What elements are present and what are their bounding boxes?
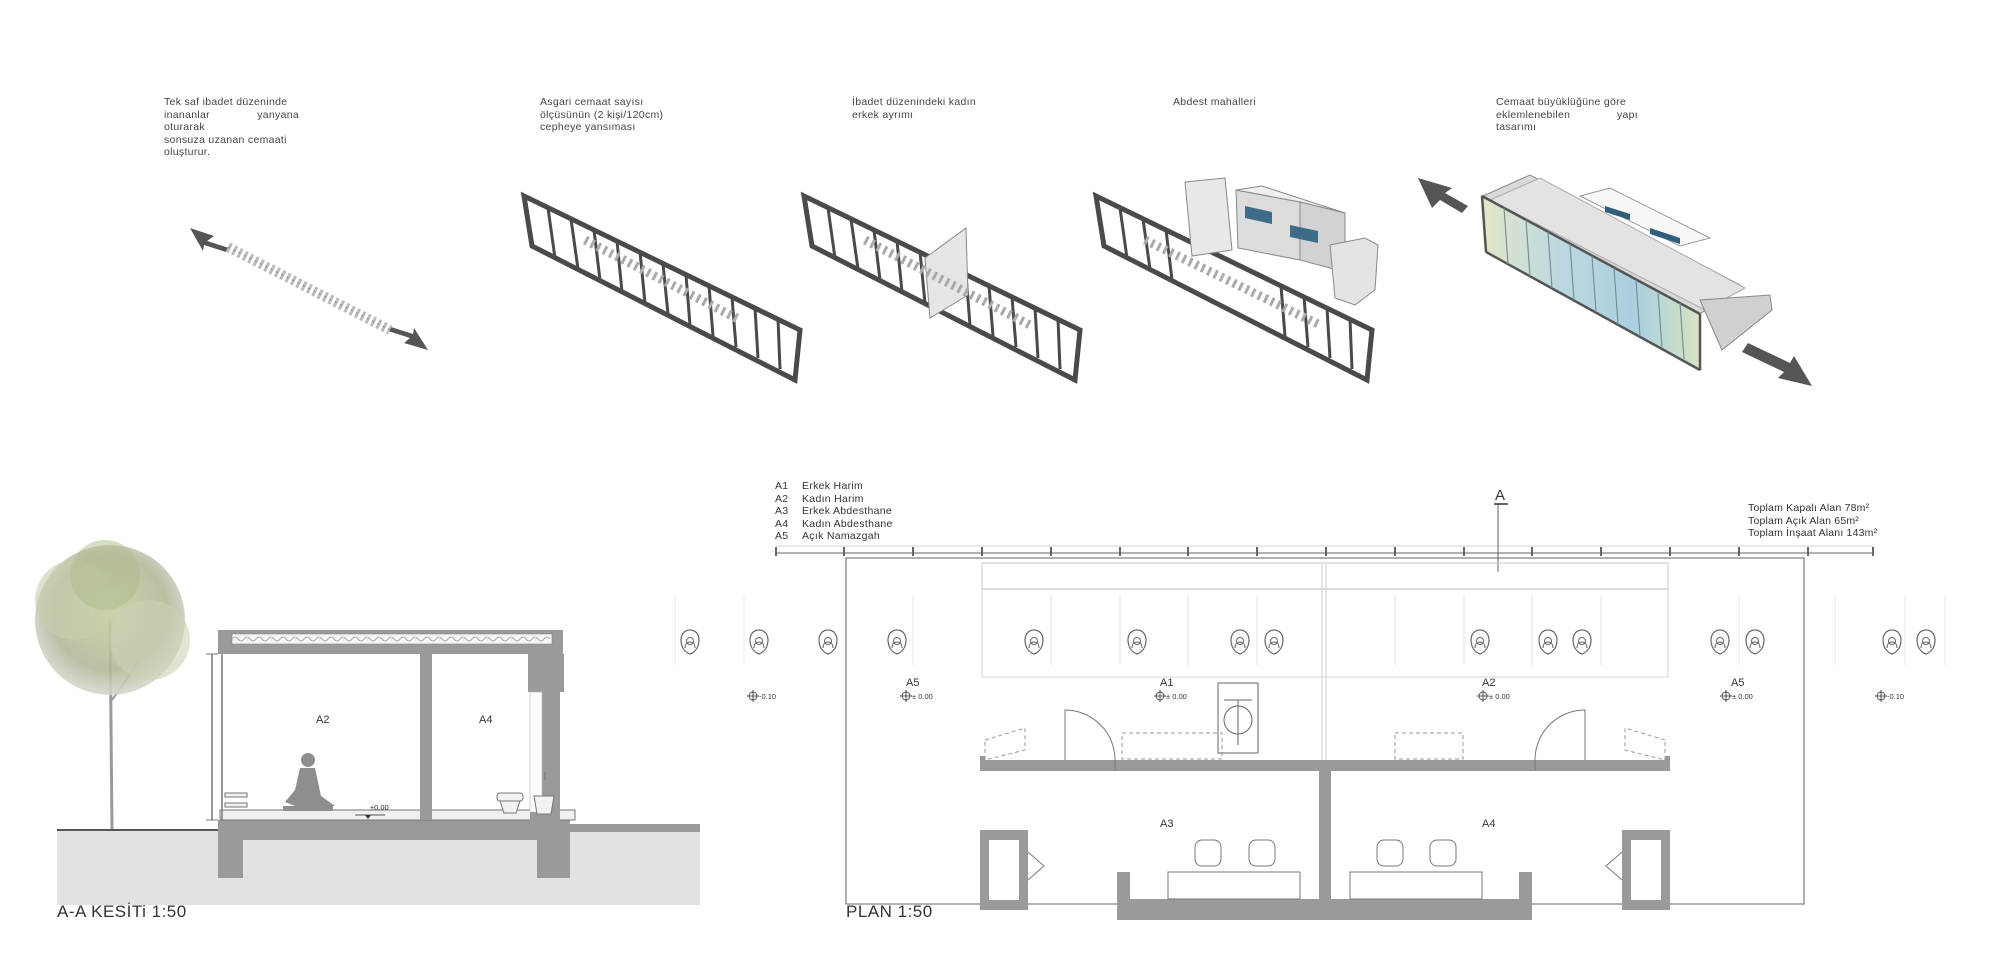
plan-level-a5-left: ± 0.00	[912, 692, 933, 701]
legend-code: A5	[775, 530, 789, 542]
legend-row: A3 Erkek Abdesthane	[775, 505, 893, 518]
plan-room-a5-right: A5	[1731, 677, 1745, 689]
wheelchair-icon	[1217, 682, 1259, 754]
plan-room-a1: A1	[1160, 677, 1174, 689]
section-aa-drawing	[35, 540, 700, 905]
legend-code: A4	[775, 517, 789, 530]
plan-level-a5-right: ± 0.00	[1732, 692, 1753, 701]
legend-row: A2 Kadın Harim	[775, 493, 893, 506]
caption-modular-structure: Cemaat büyüklüğüne göre eklemlenebilen y…	[1496, 96, 1638, 134]
legend-name: Erkek Harim	[802, 480, 864, 492]
legend-name: Kadın Harim	[802, 492, 864, 505]
legend-name: Erkek Abdesthane	[802, 505, 893, 517]
total-construction-area: Toplam İnşaat Alanı 143m²	[1748, 527, 1878, 539]
arrow-left-icon	[190, 228, 229, 252]
caption-line: İbadet düzenindeki kadın	[852, 96, 976, 108]
legend-code: A2	[775, 492, 789, 505]
plan-level-a2: ± 0.00	[1489, 692, 1510, 701]
ablution-fixtures	[1167, 839, 1483, 900]
seated-worshipper-icon	[283, 753, 335, 811]
section-cut-marker: A	[1495, 487, 1506, 504]
plan-room-a4: A4	[1482, 818, 1496, 830]
caption-line: ölçüsünün (2 kişi/120cm)	[540, 108, 664, 121]
caption-line: Cemaat büyüklüğüne göre	[1496, 96, 1627, 108]
plan-level-a1: ± 0.00	[1166, 692, 1187, 701]
section-room-a2: A2	[316, 714, 330, 726]
arrow-right-icon	[1742, 343, 1812, 386]
caption-line: inananlar yanyana oturarak	[164, 108, 299, 134]
area-totals: Toplam Kapalı Alan 78m² Toplam Açık Alan…	[1748, 502, 1877, 540]
diagram-modular-building	[1418, 174, 1812, 386]
diagram-gender-separation	[800, 191, 1083, 384]
worshipper-symbols	[680, 629, 1936, 655]
caption-line: sonsuza uzanan cemaati	[164, 133, 287, 146]
caption-line: oluşturur.	[164, 146, 211, 158]
diagram-linear-congregation	[190, 228, 428, 350]
diagram-ablution-blocks	[1092, 177, 1379, 384]
toilet-icon	[496, 772, 555, 815]
caption-line: erkek ayrımı	[852, 108, 914, 121]
legend-code: A3	[775, 505, 789, 517]
plan-level-outer-left: -0.10	[759, 692, 777, 701]
legend-name: Kadın Abdesthane	[802, 517, 893, 530]
legend-row: A1 Erkek Harim	[775, 480, 893, 493]
plan-level-outer-right: -0.10	[1887, 692, 1905, 701]
legend-code: A1	[775, 480, 789, 492]
room-legend: A1 Erkek Harim A2 Kadın Harim A3 Erkek Abde…	[775, 480, 893, 543]
total-enclosed-area: Toplam Kapalı Alan 78m²	[1748, 502, 1870, 514]
caption-line: Abdest mahalleri	[1173, 96, 1257, 108]
total-open-area: Toplam Açık Alan 65m²	[1748, 514, 1859, 527]
section-level-label: ±0.00	[370, 803, 389, 812]
plan-room-a2: A2	[1482, 677, 1496, 689]
section-room-a4: A4	[479, 714, 493, 726]
plan-room-a5-left: A5	[906, 677, 920, 689]
caption-line: Tek saf ibadet düzeninde	[164, 96, 288, 108]
caption-ablution-areas: Abdest mahalleri	[1173, 96, 1293, 109]
diagram-facade-frame	[520, 191, 803, 384]
caption-linear-congregation: Tek saf ibadet düzeninde inananlar yanya…	[164, 96, 299, 159]
caption-line: cepheye yansıması	[540, 121, 636, 133]
arrow-right-icon	[388, 327, 428, 350]
caption-facade-module: Asgari cemaat sayısı ölçüsünün (2 kişi/1…	[540, 96, 690, 134]
section-title: A-A KESİTi 1:50	[57, 902, 187, 921]
worshipper-row-outline	[227, 246, 391, 331]
plan-room-a3: A3	[1160, 818, 1174, 830]
plan-drawing	[674, 503, 1946, 920]
level-markers	[747, 690, 1887, 702]
legend-row: A5 Açık Namazgah	[775, 530, 893, 543]
caption-line: Asgari cemaat sayısı	[540, 96, 644, 108]
legend-name: Açık Namazgah	[802, 530, 881, 542]
caption-line: eklemlenebilen yapı tasarımı	[1496, 108, 1638, 134]
caption-gender-separation: İbadet düzenindeki kadın erkek ayrımı	[852, 96, 1002, 121]
plan-title: PLAN 1:50	[846, 902, 933, 921]
arrow-left-icon	[1418, 178, 1468, 213]
tree-icon	[35, 540, 190, 831]
legend-row: A4 Kadın Abdesthane	[775, 518, 893, 531]
